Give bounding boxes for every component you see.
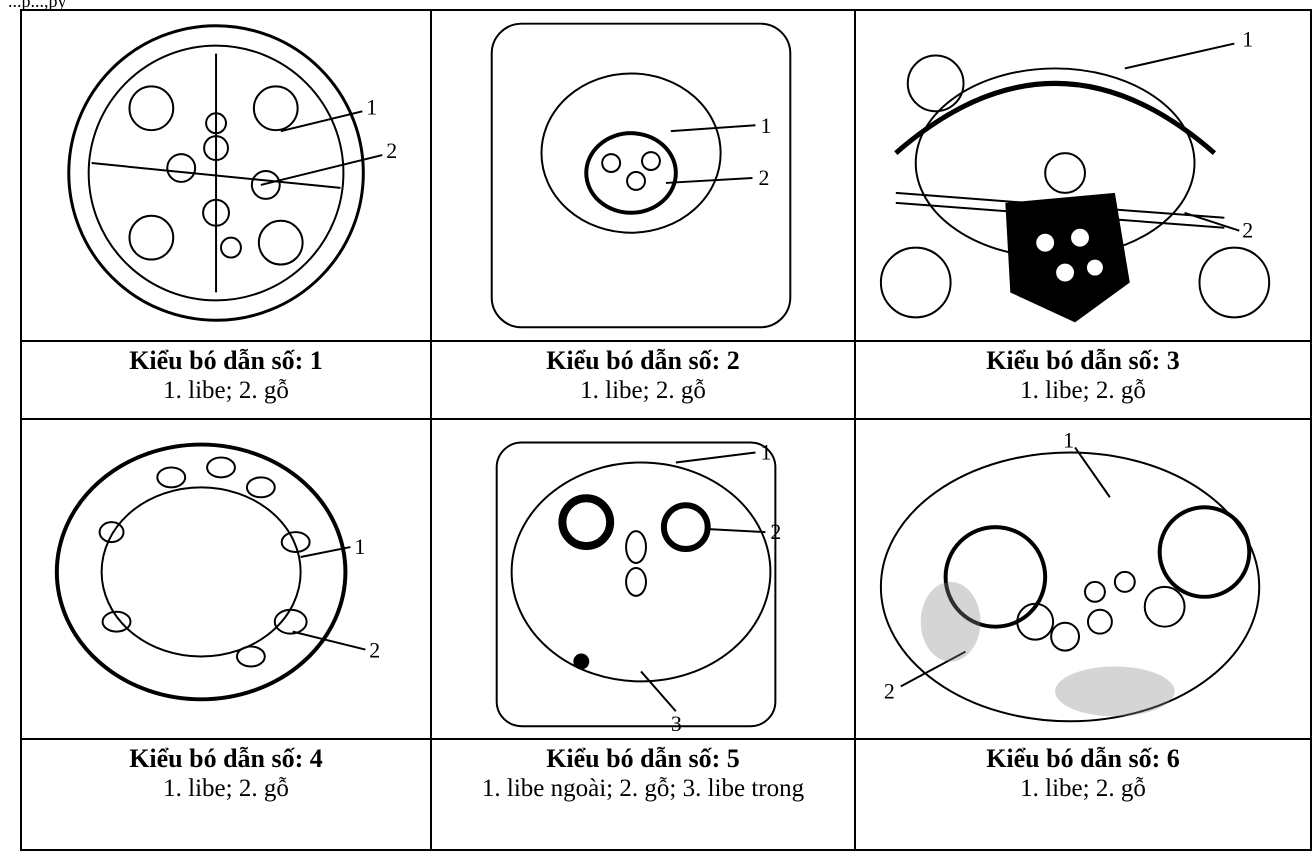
bundle-type-legend-6: 1. libe; 2. gỗ — [856, 774, 1310, 804]
bundle-type-legend-2: 1. libe; 2. gỗ — [432, 376, 854, 406]
bundle-type-legend-1: 1. libe; 2. gỗ — [22, 376, 430, 406]
bundle-type-legend-5: 1. libe ngoài; 2. gỗ; 3. libe trong — [432, 774, 854, 804]
radial-vascular-bundle-diagram: 1 2 — [22, 11, 430, 340]
bicollateral-bundle-diagram: 1 2 3 — [432, 420, 854, 738]
caption-cell-2: Kiểu bó dẫn số: 2 1. libe; 2. gỗ — [431, 341, 855, 419]
callout-1: 1 — [760, 113, 771, 138]
figure-cell-2: 1 2 — [431, 10, 855, 341]
bundle-type-legend-3: 1. libe; 2. gỗ — [856, 376, 1310, 406]
amphivasal-bundle-diagram: 1 2 — [22, 420, 430, 738]
callout-2: 2 — [386, 138, 397, 163]
callout-2: 2 — [770, 519, 781, 544]
callout-2: 2 — [369, 637, 380, 662]
bundle-type-title-2: Kiểu bó dẫn số: 2 — [432, 346, 854, 376]
callout-1: 1 — [760, 439, 771, 464]
vascular-bundle-table: 1 2 1 2 — [20, 9, 1312, 851]
figure-cell-6: 1 2 — [855, 419, 1311, 739]
callout-2: 2 — [1242, 218, 1253, 243]
bundle-type-title-3: Kiểu bó dẫn số: 3 — [856, 346, 1310, 376]
figure-cell-5: 1 2 3 — [431, 419, 855, 739]
callout-3: 3 — [671, 711, 682, 736]
figure-cell-4: 1 2 — [21, 419, 431, 739]
collateral-closed-bundle-diagram: 1 2 — [856, 420, 1310, 738]
bundle-type-title-4: Kiểu bó dẫn số: 4 — [22, 744, 430, 774]
callout-1: 1 — [354, 534, 365, 559]
bundle-type-legend-4: 1. libe; 2. gỗ — [22, 774, 430, 804]
caption-cell-6: Kiểu bó dẫn số: 6 1. libe; 2. gỗ — [855, 739, 1311, 850]
figure-cell-3: 1 2 — [855, 10, 1311, 341]
callout-1: 1 — [1242, 27, 1253, 52]
caption-cell-4: Kiểu bó dẫn số: 4 1. libe; 2. gỗ — [21, 739, 431, 850]
collateral-open-bundle-diagram: 1 2 — [856, 11, 1310, 340]
caption-cell-3: Kiểu bó dẫn số: 3 1. libe; 2. gỗ — [855, 341, 1311, 419]
callout-2: 2 — [884, 678, 895, 703]
bundle-type-title-5: Kiểu bó dẫn số: 5 — [432, 744, 854, 774]
caption-cell-5: Kiểu bó dẫn số: 5 1. libe ngoài; 2. gỗ; … — [431, 739, 855, 850]
callout-2: 2 — [758, 165, 769, 190]
caption-cell-1: Kiểu bó dẫn số: 1 1. libe; 2. gỗ — [21, 341, 431, 419]
callout-1: 1 — [366, 94, 377, 119]
bundle-type-title-1: Kiểu bó dẫn số: 1 — [22, 346, 430, 376]
bundle-type-title-6: Kiểu bó dẫn số: 6 — [856, 744, 1310, 774]
callout-1: 1 — [1063, 427, 1074, 452]
concentric-vascular-bundle-diagram: 1 2 — [432, 11, 854, 340]
figure-cell-1: 1 2 — [21, 10, 431, 341]
